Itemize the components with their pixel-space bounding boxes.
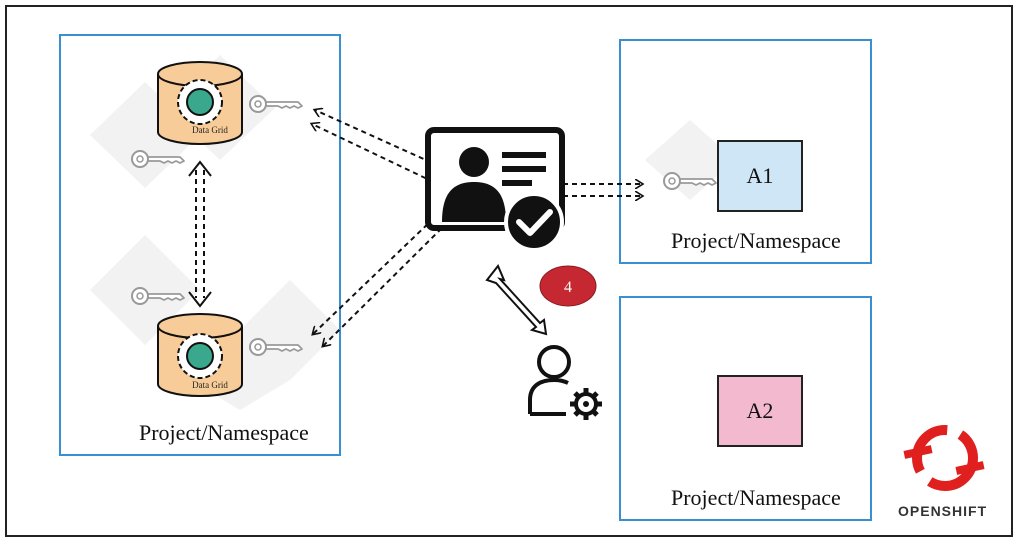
key-icon [131,287,185,305]
datagrid-label-bottom: Data Grid [192,380,228,390]
openshift-logo-icon [903,425,985,491]
admin-double-arrow [485,264,548,336]
datagrid-cylinder-top: Data Grid [157,61,243,145]
namespace-box-left [59,34,341,456]
arrow-credential-top-datagrid-a [315,110,449,171]
key-icon [131,150,185,168]
key-icon [249,338,303,356]
namespace-label-bottom-right: Project/Namespace [671,485,841,510]
app-box-a2: A2 [717,375,803,447]
key-icon [663,172,717,190]
arrow-credential-bottom-datagrid-a [313,217,435,334]
arrow-credential-bottom-datagrid-b [323,221,449,346]
namespace-label-top-right: Project/Namespace [671,228,841,253]
credential-card-icon [425,127,565,252]
datagrid-label-top: Data Grid [192,125,228,135]
openshift-logo-text: OPENSHIFT [898,503,988,519]
step-badge: 4 [539,265,597,307]
namespace-box-bottom-right [619,296,872,521]
app-a2-label: A2 [746,398,774,423]
step-badge-label: 4 [564,279,572,296]
namespace-box-top-right [619,39,872,264]
datagrid-cylinder-bottom: Data Grid [157,313,243,397]
namespace-label-left: Project/Namespace [139,420,309,445]
user-gear-icon [528,345,602,420]
key-icon [249,95,303,113]
arrow-credential-top-datagrid-b [312,124,443,187]
app-box-a1: A1 [717,140,803,212]
app-a1-label: A1 [746,163,774,188]
